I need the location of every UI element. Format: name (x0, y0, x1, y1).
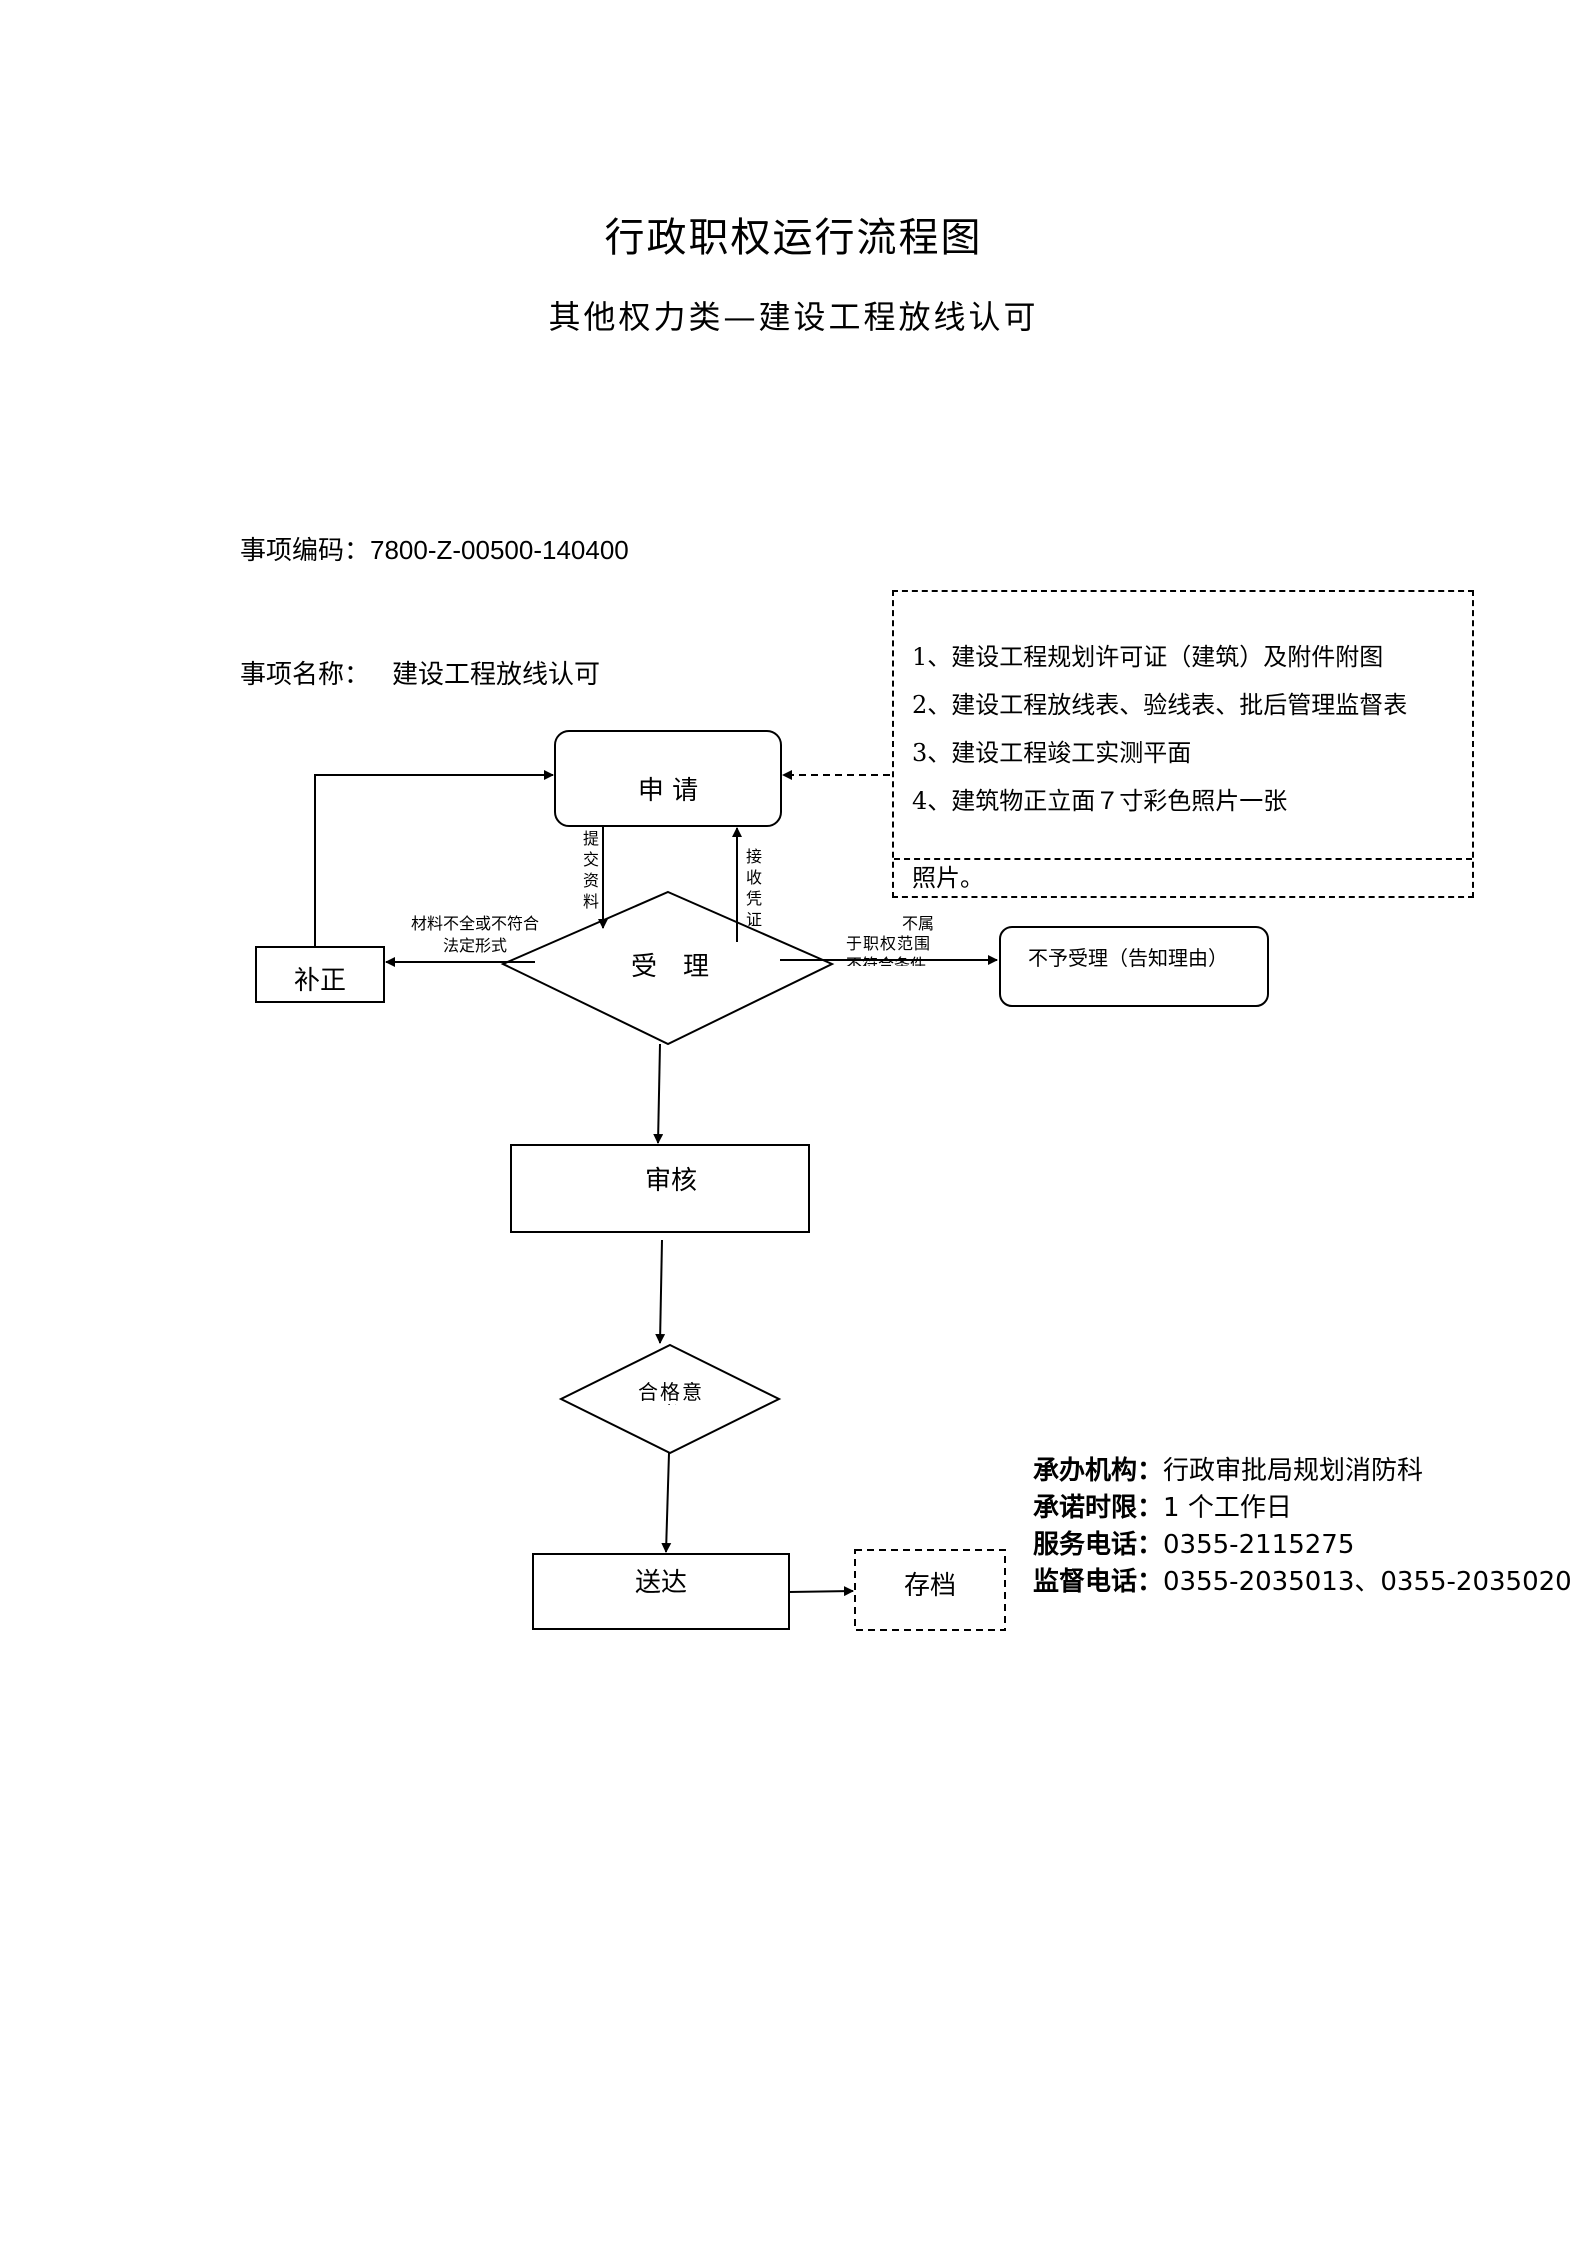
page-title: 行政职权运行流程图 (604, 215, 983, 261)
accept-diamond (500, 890, 835, 1046)
out-of-scope-edge-label-2: 于职权范围 (846, 934, 932, 953)
correct-to-apply-arrow (314, 770, 554, 947)
info-limit: 承诺时限：1 个工作日 (1033, 1487, 1292, 1524)
correct-box (255, 946, 385, 1003)
materials-item-3: 3、建设工程竣工实测平面 (912, 739, 1192, 767)
info-supervise-value: 0355-2035013、0355-2035020 (1163, 1567, 1572, 1597)
item-name-label: 事项名称： (240, 660, 371, 690)
reject-box (999, 926, 1269, 1007)
review-to-opinion-arrow (655, 1239, 666, 1344)
info-phone: 服务电话：0355-2115275 (1033, 1524, 1354, 1561)
item-name-value: 建设工程放线认可 (392, 660, 601, 690)
item-code: 事项编码：7800-Z-00500-140400 (240, 530, 629, 567)
page-subtitle: 其他权力类—建设工程放线认可 (548, 298, 1039, 336)
archive-label: 存档 (903, 1571, 956, 1601)
info-supervise: 监督电话：0355-2035013、0355-2035020 (1033, 1561, 1572, 1598)
incomplete-edge-label-2: 法定形式 (442, 936, 507, 955)
accept-label: 受 理 (630, 952, 709, 982)
receipt-edge-label: 接收凭证 (745, 847, 762, 929)
incomplete-edge-label-1: 材料不全或不符合 (410, 914, 539, 933)
info-supervise-label: 监督电话： (1033, 1567, 1164, 1597)
info-org: 承办机构：行政审批局规划消防科 (1033, 1450, 1423, 1487)
accept-to-review-arrow (653, 1043, 664, 1144)
materials-box (892, 590, 1474, 898)
apply-label: 申 请 (637, 776, 699, 806)
info-phone-value: 0355-2115275 (1163, 1530, 1355, 1560)
opinion-label: 合格意见书 (638, 1381, 704, 1405)
materials-item-5: 照片。 (912, 864, 984, 892)
correct-label: 补正 (293, 966, 346, 996)
opinion-diamond (558, 1343, 782, 1455)
info-org-label: 承办机构： (1033, 1456, 1164, 1486)
item-code-label: 事项编码： (240, 536, 371, 566)
materials-divider (894, 858, 1472, 860)
info-limit-label: 承诺时限： (1033, 1493, 1164, 1523)
info-org-value: 行政审批局规划消防科 (1163, 1456, 1424, 1486)
info-limit-value: 1 个工作日 (1163, 1493, 1292, 1523)
out-of-scope-edge-label-3: 不符合条件 (846, 955, 927, 966)
reject-label: 不予受理（告知理由） (1028, 946, 1228, 970)
item-code-value: 7800-Z-00500-140400 (370, 535, 629, 565)
deliver-label: 送达 (634, 1568, 687, 1598)
apply-box (554, 730, 782, 827)
out-of-scope-edge-label-1: 不属 (902, 914, 935, 933)
item-name: 事项名称： 建设工程放线认可 (240, 654, 600, 691)
review-box (510, 1144, 810, 1233)
materials-item-1: 1、建设工程规划许可证（建筑）及附件附图 (912, 643, 1384, 671)
deliver-to-archive-arrow (788, 1586, 854, 1597)
archive-box (854, 1549, 1006, 1631)
materials-item-4: 4、建筑物正立面７寸彩色照片一张 (912, 787, 1288, 815)
review-label: 审核 (644, 1166, 697, 1196)
materials-item-2: 2、建设工程放线表、验线表、批后管理监督表 (912, 691, 1408, 719)
info-phone-label: 服务电话： (1033, 1530, 1164, 1560)
opinion-to-deliver-arrow (661, 1452, 672, 1553)
submit-edge-label: 提交资料 (582, 829, 599, 911)
